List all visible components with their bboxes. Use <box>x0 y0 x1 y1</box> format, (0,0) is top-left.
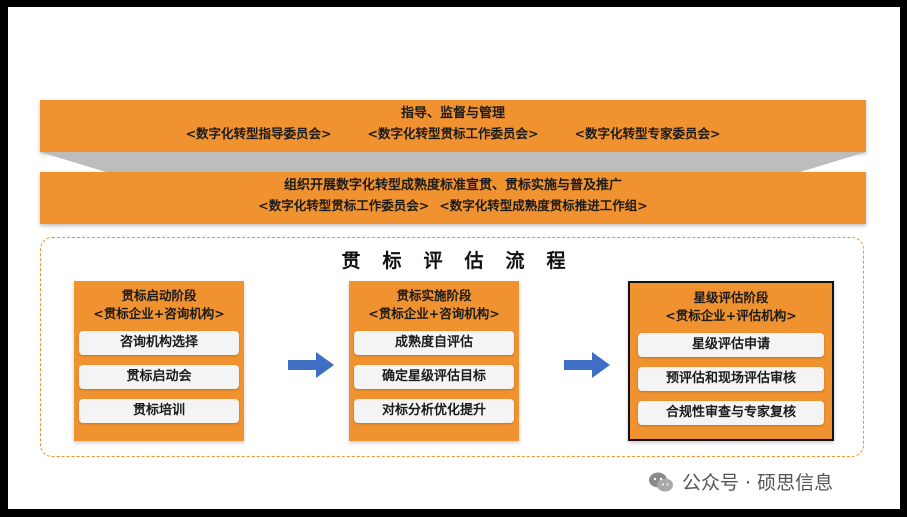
stage-implementation: 贯标实施阶段 <贯标企业+咨询机构> 成熟度自评估 确定星级评估目标 对标分析优… <box>349 281 519 441</box>
process-frame <box>40 237 864 457</box>
stage-party: <贯标企业+咨询机构> <box>368 306 500 321</box>
guidance-committees: <数字化转型指导委员会> <数字化转型贯标工作委员会> <数字化转型专家委员会> <box>40 126 866 142</box>
stage-party: <贯标企业+评估机构> <box>665 308 797 323</box>
guidance-band: 指导、监督与管理 <数字化转型指导委员会> <数字化转型贯标工作委员会> <数字… <box>40 100 866 152</box>
right-arrow-icon <box>564 352 610 378</box>
stage-start: 贯标启动阶段 <贯标企业+咨询机构> 咨询机构选择 贯标启动会 贯标培训 <box>74 281 244 441</box>
stage-name: 贯标实施阶段 <box>396 288 472 303</box>
guidance-title: 指导、监督与管理 <box>400 106 505 121</box>
step-box: 对标分析优化提升 <box>354 399 514 423</box>
group-standard-work: <数字化转型贯标工作委员会> <box>258 198 430 213</box>
committee-experts: <数字化转型专家委员会> <box>574 126 721 141</box>
stage-star-rating: 星级评估阶段 <贯标企业+评估机构> 星级评估申请 预评估和现场评估审核 合规性… <box>628 281 834 441</box>
step-box: 星级评估申请 <box>638 333 824 357</box>
stage-party: <贯标企业+咨询机构> <box>93 306 225 321</box>
committee-standard-work: <数字化转型贯标工作委员会> <box>367 126 539 141</box>
step-box: 贯标启动会 <box>79 365 239 389</box>
step-box: 咨询机构选择 <box>79 331 239 355</box>
funnel-connector <box>40 152 866 172</box>
promotion-band: 组织开展数字化转型成熟度标准宣贯、贯标实施与普及推广 <数字化转型贯标工作委员会… <box>40 172 866 224</box>
step-box: 贯标培训 <box>79 399 239 423</box>
group-promotion: <数字化转型成熟度贯标推进工作组> <box>439 198 648 213</box>
watermark-text: 公众号 · 硕思信息 <box>682 472 834 494</box>
step-box: 合规性审查与专家复核 <box>638 401 824 425</box>
promotion-title: 组织开展数字化转型成熟度标准宣贯、贯标实施与普及推广 <box>283 178 622 193</box>
right-arrow-icon <box>288 352 334 378</box>
step-box: 预评估和现场评估审核 <box>638 367 824 391</box>
step-box: 确定星级评估目标 <box>354 365 514 389</box>
wechat-icon <box>649 472 673 491</box>
watermark: 公众号 · 硕思信息 <box>648 468 833 495</box>
step-box: 成熟度自评估 <box>354 331 514 355</box>
promotion-groups: <数字化转型贯标工作委员会> <数字化转型成熟度贯标推进工作组> <box>40 198 866 214</box>
process-title: 贯标评估流程 <box>341 250 588 272</box>
committee-guidance: <数字化转型指导委员会> <box>185 126 332 141</box>
stage-name: 贯标启动阶段 <box>121 288 197 303</box>
stage-name: 星级评估阶段 <box>693 290 769 305</box>
